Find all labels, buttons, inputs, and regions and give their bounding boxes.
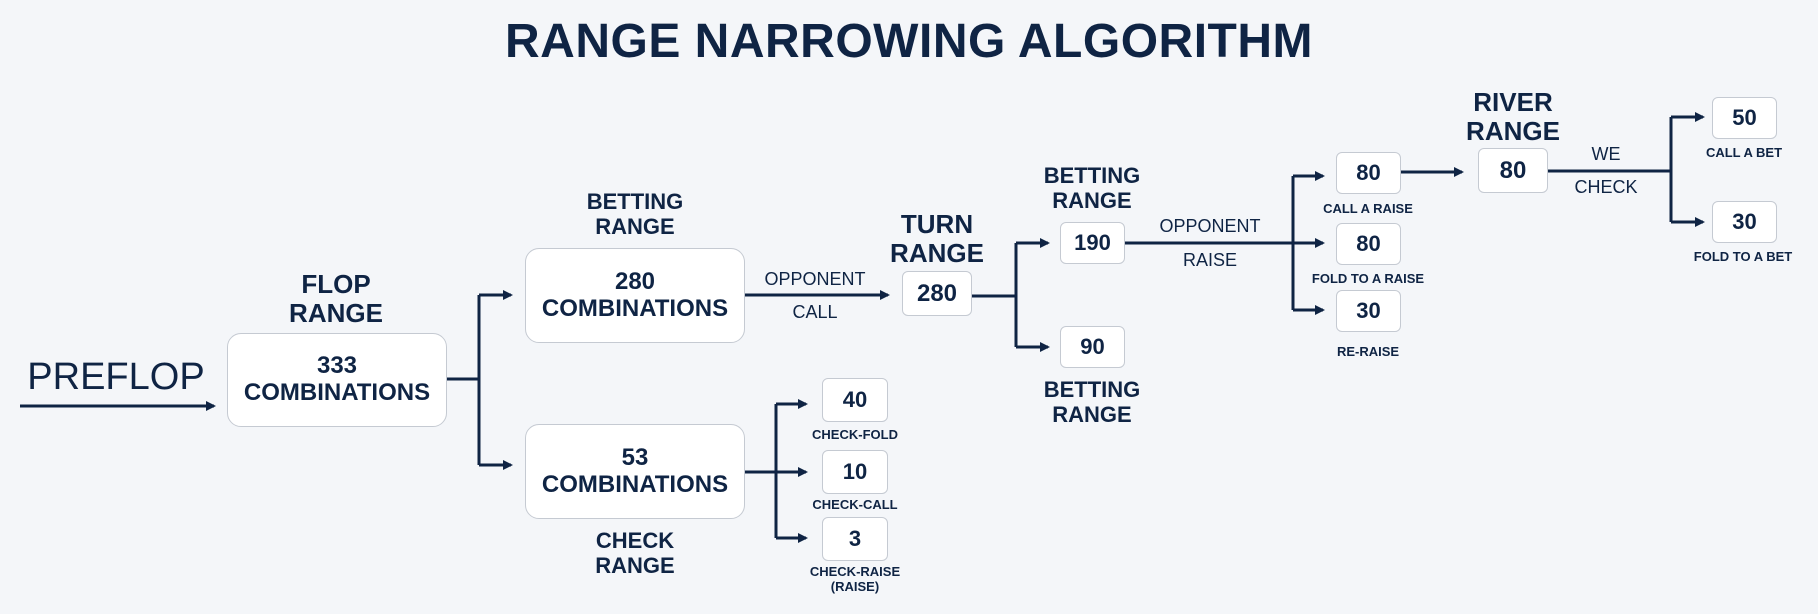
flop-combinations-box: 333 COMBINATIONS — [227, 333, 447, 427]
fold-to-a-raise-label: FOLD TO A RAISE — [1311, 271, 1425, 286]
fold-to-a-bet-box: 30 — [1712, 201, 1777, 243]
check-raise-box: 3 — [822, 517, 888, 561]
re-raise-label: RE-RAISE — [1336, 344, 1400, 359]
call-a-bet-label: CALL A BET — [1705, 145, 1783, 160]
edge-opponent-raise-bottom: RAISE — [1182, 250, 1238, 270]
edge-we-label: WE — [1591, 144, 1621, 164]
edge-opponent-label: OPPONENT — [764, 269, 866, 289]
edge-opponent-raise-top: OPPONENT — [1159, 216, 1261, 236]
river-range-box: 80 — [1478, 148, 1548, 193]
fold-to-a-bet-label: FOLD TO A BET — [1693, 249, 1793, 264]
preflop-label: PREFLOP — [27, 356, 205, 398]
check-raise-sublabel: (RAISE) — [830, 579, 880, 594]
check-range-label: CHECK RANGE — [535, 528, 735, 578]
flop-unit: COMBINATIONS — [243, 379, 431, 406]
betting-combinations-box: 280 COMBINATIONS — [525, 248, 745, 343]
check-raise-label: CHECK-RAISE — [809, 564, 901, 579]
turn-betting-line1: BETTING — [1043, 163, 1141, 188]
betting-range-label: BETTING RANGE — [535, 189, 735, 239]
turn-betting-90-box: 90 — [1060, 326, 1125, 368]
check-fold-box: 40 — [822, 378, 888, 422]
betting-unit: COMBINATIONS — [541, 294, 729, 322]
diagram-title: RANGE NARROWING ALGORITHM — [505, 15, 1313, 68]
check-combinations-box: 53 COMBINATIONS — [525, 424, 745, 519]
turn-betting-190-box: 190 — [1060, 222, 1125, 264]
check-range-line1: CHECK — [595, 528, 675, 553]
turn-betting-low-line1: BETTING — [1043, 377, 1141, 402]
turn-range-box: 280 — [902, 271, 972, 316]
turn-betting-low-label: BETTING RANGE — [1012, 377, 1172, 427]
check-unit: COMBINATIONS — [541, 470, 729, 498]
turn-betting-low-line2: RANGE — [1052, 401, 1132, 427]
flop-range-label: FLOP RANGE — [236, 269, 436, 329]
flop-range-line2: RANGE — [289, 298, 383, 329]
betting-count: 280 — [614, 267, 656, 295]
turn-betting-label: BETTING RANGE — [1012, 163, 1172, 213]
call-a-bet-box: 50 — [1712, 97, 1777, 139]
flop-count: 333 — [316, 352, 358, 380]
check-call-label: CHECK-CALL — [812, 497, 898, 512]
check-range-line2: RANGE — [595, 552, 675, 578]
fold-to-a-raise-box: 80 — [1336, 223, 1401, 265]
edge-check-label: CHECK — [1574, 177, 1638, 197]
turn-betting-line2: RANGE — [1052, 187, 1132, 213]
turn-range-line1: TURN — [900, 209, 974, 239]
check-count: 53 — [621, 443, 649, 471]
river-range-label: RIVER RANGE — [1433, 87, 1593, 147]
turn-range-label: TURN RANGE — [857, 209, 1017, 269]
turn-range-line2: RANGE — [890, 238, 984, 269]
call-a-raise-box: 80 — [1336, 152, 1401, 194]
edge-call-label: CALL — [792, 302, 838, 322]
check-fold-label: CHECK-FOLD — [812, 427, 898, 442]
betting-range-line2: RANGE — [595, 213, 675, 239]
call-a-raise-label: CALL A RAISE — [1323, 201, 1413, 216]
check-call-box: 10 — [822, 450, 888, 494]
river-range-line2: RANGE — [1466, 116, 1560, 147]
re-raise-box: 30 — [1336, 290, 1401, 332]
flop-range-line1: FLOP — [301, 269, 371, 299]
river-range-line1: RIVER — [1473, 87, 1553, 117]
betting-range-line1: BETTING — [586, 189, 684, 214]
